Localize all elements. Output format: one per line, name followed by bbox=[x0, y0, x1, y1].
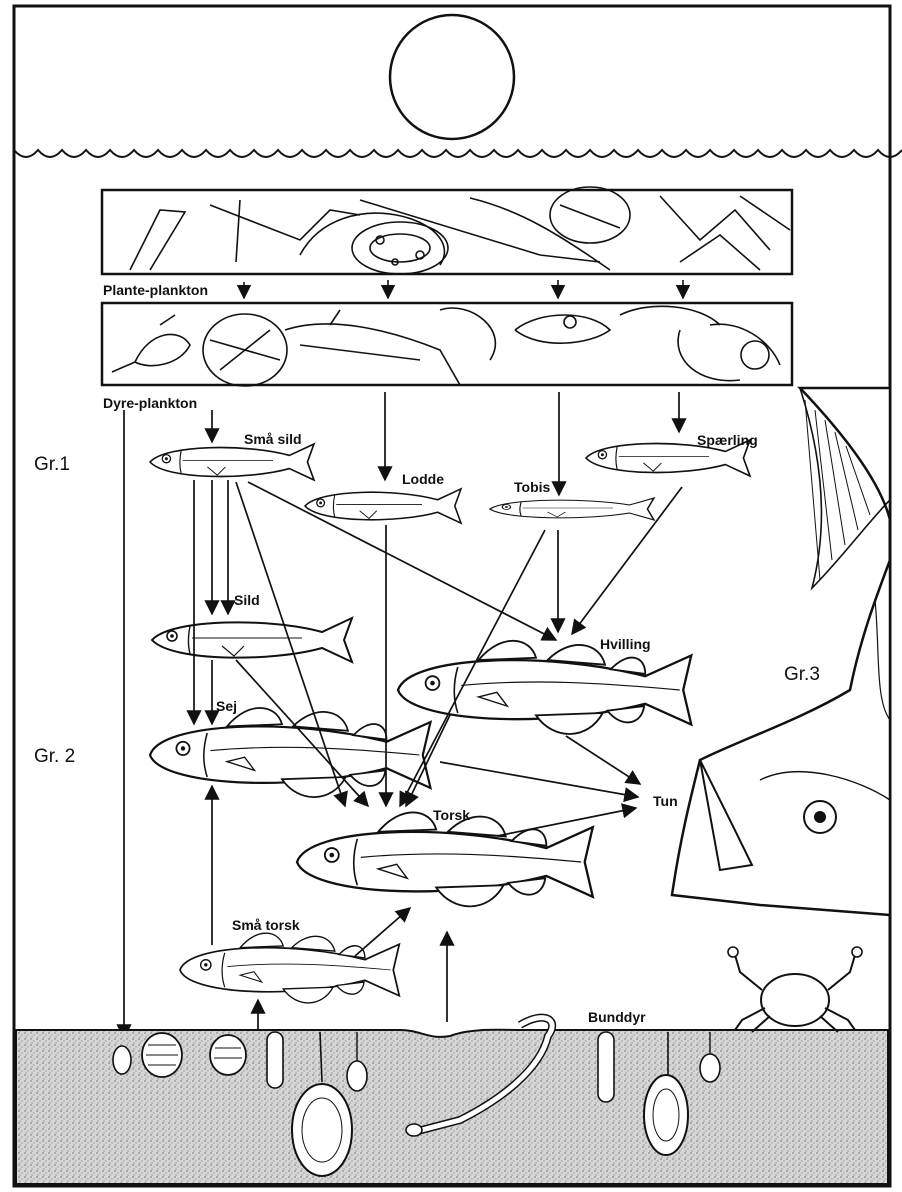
small-cod-label: Små torsk bbox=[232, 917, 300, 933]
group-2-label: Gr. 2 bbox=[34, 746, 75, 767]
worm-icon bbox=[267, 1032, 283, 1088]
zooplankton-label: Dyre-plankton bbox=[103, 395, 197, 411]
norway-pout-label: Spærling bbox=[697, 432, 758, 448]
cod-label: Torsk bbox=[433, 807, 470, 823]
group-3-label: Gr.3 bbox=[784, 664, 820, 685]
saithe-label: Sej bbox=[216, 698, 237, 714]
small-herring-label: Små sild bbox=[244, 431, 302, 447]
figure-frame bbox=[14, 6, 890, 1186]
whiting-label: Hvilling bbox=[600, 636, 651, 652]
clam-icon bbox=[210, 1035, 246, 1075]
benthos-label: Bunddyr bbox=[588, 1009, 646, 1025]
worm-icon bbox=[598, 1032, 614, 1102]
herring-label: Sild bbox=[234, 592, 260, 608]
clam-icon bbox=[113, 1046, 131, 1074]
group-1-label: Gr.1 bbox=[34, 454, 70, 475]
sandeel-label: Tobis bbox=[514, 479, 551, 495]
capelin-label: Lodde bbox=[402, 471, 444, 487]
tuna-label: Tun bbox=[653, 793, 678, 809]
sun-icon bbox=[390, 15, 514, 139]
phytoplankton-panel bbox=[102, 187, 792, 274]
phytoplankton-label: Plante-plankton bbox=[103, 282, 208, 298]
zooplankton-panel bbox=[102, 303, 792, 386]
clam-icon bbox=[142, 1033, 182, 1077]
